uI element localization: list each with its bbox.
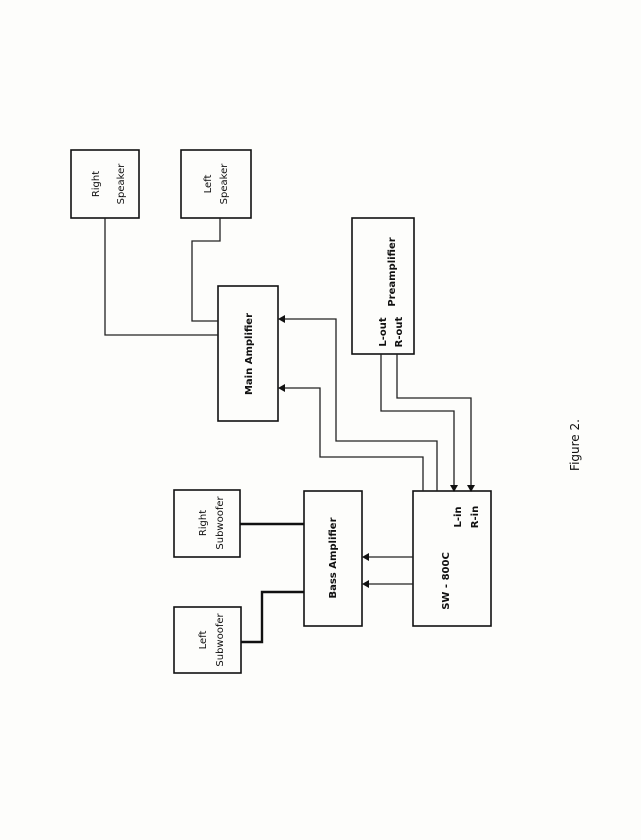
arrow-main-lower — [278, 384, 285, 392]
left-subwoofer-box — [173, 606, 242, 674]
left-subwoofer-line2: Subwoofer — [215, 612, 226, 666]
right-subwoofer-line1: Right — [198, 510, 209, 536]
figure-caption: Figure 2. — [568, 419, 582, 471]
bass-amplifier-box — [303, 490, 363, 627]
left-speaker-line2: Speaker — [219, 163, 230, 205]
wire-main-to-right-speaker — [104, 218, 218, 336]
arrow-rin — [467, 485, 475, 492]
main-amplifier-label: Main Amplifier — [244, 313, 255, 395]
right-speaker-box — [70, 149, 140, 219]
right-speaker-line2: Speaker — [116, 163, 127, 205]
preamplifier-rout: R-out — [394, 316, 405, 347]
main-amplifier-box — [217, 285, 279, 422]
left-subwoofer-line1: Left — [198, 631, 209, 650]
wire-rout-to-rin — [396, 354, 472, 487]
left-speaker-box — [180, 149, 252, 219]
wire-bass-to-left-sub — [241, 590, 304, 644]
preamplifier-lout: L-out — [378, 317, 389, 347]
bass-amplifier-label: Bass Amplifier — [328, 517, 339, 598]
arrow-lin — [450, 485, 458, 492]
preamplifier-box — [351, 217, 415, 355]
wire-sw-to-main-lower — [283, 387, 424, 491]
left-speaker-line1: Left — [203, 175, 214, 194]
preamplifier-title: Preamplifier — [387, 237, 398, 306]
right-speaker-line1: Right — [91, 171, 102, 197]
wire-lout-to-lin — [380, 354, 455, 487]
sw800c-rin: R-in — [470, 506, 481, 528]
arrow-main-upper — [278, 315, 285, 323]
arrow-bass-1 — [362, 553, 369, 561]
sw800c-box — [412, 490, 492, 627]
right-subwoofer-line2: Subwoofer — [215, 495, 226, 549]
arrow-bass-2 — [362, 580, 369, 588]
sw800c-title: SW - 800C — [441, 552, 452, 610]
wire-main-to-left-speaker — [191, 218, 221, 322]
sw800c-lin: L-in — [453, 506, 464, 527]
wire-sw-to-main-upper — [283, 318, 438, 491]
